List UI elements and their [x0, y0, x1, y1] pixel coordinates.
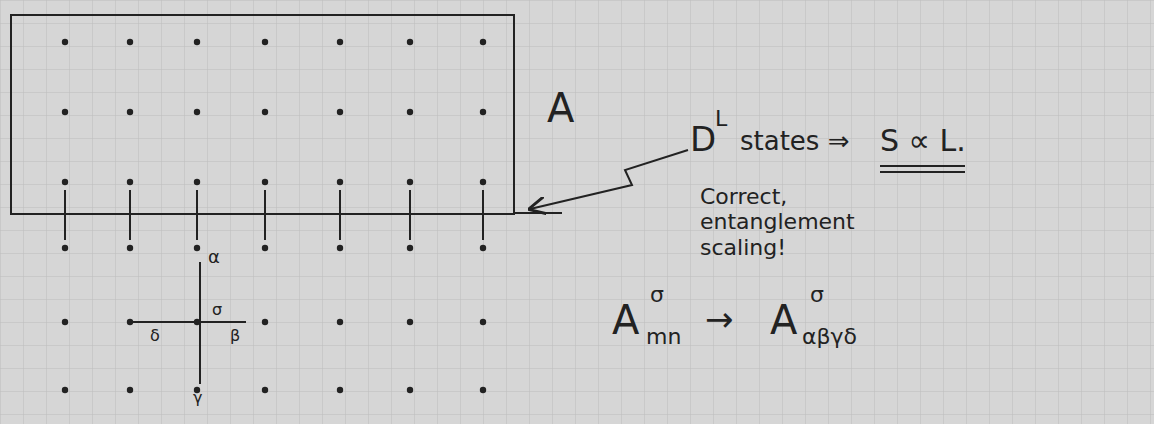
- site-dot: [337, 387, 343, 393]
- site-dot: [480, 245, 486, 251]
- note-text: σ: [650, 284, 664, 306]
- cut-bonds: [65, 190, 483, 240]
- site-dot: [262, 245, 268, 251]
- bonds: [133, 150, 965, 384]
- note-text: A: [770, 300, 797, 340]
- note-text: αβγδ: [802, 326, 857, 348]
- site-dot: [480, 39, 486, 45]
- bond: [264, 190, 266, 240]
- site-dot: [62, 179, 68, 185]
- bond: [129, 190, 131, 240]
- bond: [199, 262, 201, 384]
- note-text: mn: [646, 326, 681, 348]
- site-dot: [262, 387, 268, 393]
- site-dot: [480, 387, 486, 393]
- bond: [196, 190, 198, 240]
- site-dot: [62, 245, 68, 251]
- site-dot: [407, 179, 413, 185]
- site-dot: [262, 39, 268, 45]
- site-dot: [194, 179, 200, 185]
- note-text: S ∝ L.: [880, 126, 966, 156]
- bond: [64, 190, 66, 240]
- note-text: Correct, entanglement scaling!: [700, 184, 910, 260]
- leader-arrow: [530, 150, 688, 209]
- site-dot: [337, 179, 343, 185]
- site-dot: [194, 109, 200, 115]
- site-dot: [407, 109, 413, 115]
- site-dot: [62, 109, 68, 115]
- site-dot: [194, 39, 200, 45]
- site-dot: [127, 179, 133, 185]
- bond: [339, 190, 341, 240]
- site-dot: [127, 39, 133, 45]
- site-dot: [337, 245, 343, 251]
- site-dot: [337, 319, 343, 325]
- note-text: states ⇒: [740, 128, 849, 154]
- site-dot: [62, 387, 68, 393]
- site-dot: [337, 109, 343, 115]
- region-box: A: [10, 14, 515, 215]
- cut-line: [513, 212, 562, 214]
- site-dot: [262, 109, 268, 115]
- site-dot: [127, 387, 133, 393]
- site-dot: [127, 109, 133, 115]
- site-dot: [127, 319, 133, 325]
- site-dot: [337, 39, 343, 45]
- site-dot: [480, 109, 486, 115]
- site-dot: [194, 245, 200, 251]
- region-label: A: [547, 88, 574, 128]
- site-dot: [407, 319, 413, 325]
- site-dot: [407, 39, 413, 45]
- bond: [409, 190, 411, 240]
- site-dot: [480, 179, 486, 185]
- note-text: γ: [193, 390, 202, 406]
- note-text: σ: [212, 302, 222, 318]
- note-text: δ: [150, 328, 160, 344]
- note-text: β: [230, 328, 240, 344]
- site-dot: [127, 245, 133, 251]
- lattice-sites: [62, 39, 486, 393]
- note-text: →: [705, 302, 734, 336]
- site-dot: [262, 319, 268, 325]
- note-text: A: [612, 300, 639, 340]
- bond: [482, 190, 484, 240]
- site-dot: [480, 319, 486, 325]
- note-text: L: [715, 108, 727, 130]
- note-text: σ: [810, 284, 824, 306]
- note-text: D: [690, 122, 716, 156]
- underline: [880, 171, 965, 173]
- underline: [880, 165, 965, 167]
- site-dot: [262, 179, 268, 185]
- site-dot: [407, 387, 413, 393]
- site-dot: [62, 319, 68, 325]
- bond: [133, 321, 246, 323]
- note-text: α: [208, 248, 220, 266]
- site-dot: [407, 245, 413, 251]
- site-dot: [62, 39, 68, 45]
